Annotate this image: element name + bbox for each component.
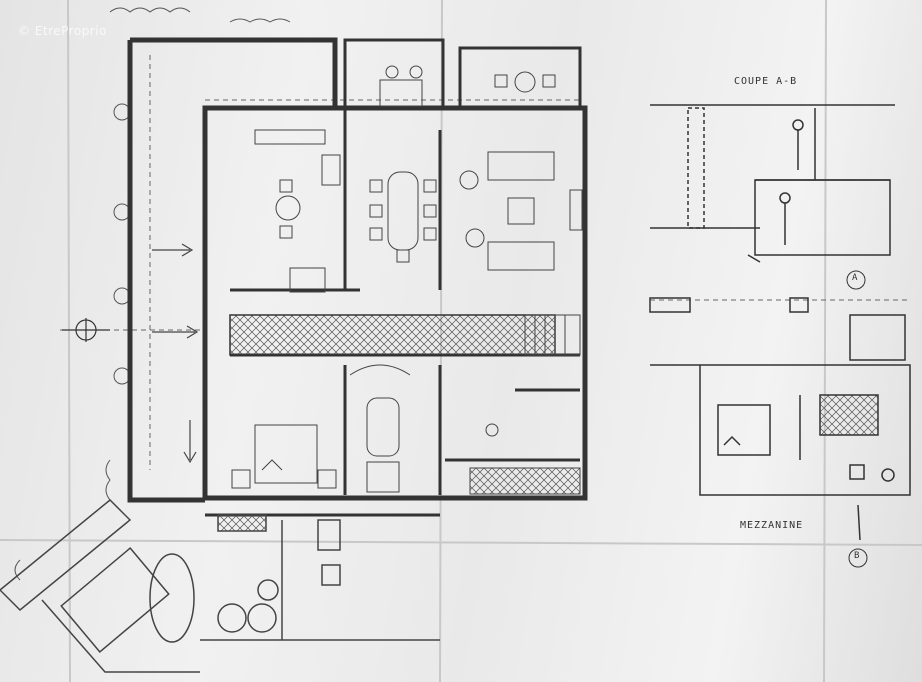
dining-table xyxy=(369,171,437,263)
mezzanine-label: MEZZANINE xyxy=(740,520,804,531)
terrace-furniture xyxy=(379,65,556,107)
section-marker-a xyxy=(846,270,866,290)
hedge-outline xyxy=(14,7,291,581)
watermark: © EtreProprio xyxy=(18,24,107,38)
staircase xyxy=(524,314,581,356)
interior-walls xyxy=(230,108,580,495)
marker-b-label: B xyxy=(854,551,861,561)
living-room-furniture xyxy=(459,151,583,271)
exterior-walls xyxy=(127,37,588,517)
section-label: COUPE A-B xyxy=(734,76,798,87)
lower-annex xyxy=(0,498,440,673)
mezzanine-plan xyxy=(649,297,911,541)
compass-icon xyxy=(62,318,110,342)
garden-boundary xyxy=(60,55,910,470)
section-marker-b xyxy=(848,548,868,568)
section-drawing xyxy=(650,104,895,263)
kitchen-furniture xyxy=(254,129,341,293)
hatched-corridor xyxy=(229,314,556,356)
entry-arrows xyxy=(152,243,199,464)
bedroom-furniture xyxy=(231,364,581,495)
marker-a-label: A xyxy=(852,273,859,283)
